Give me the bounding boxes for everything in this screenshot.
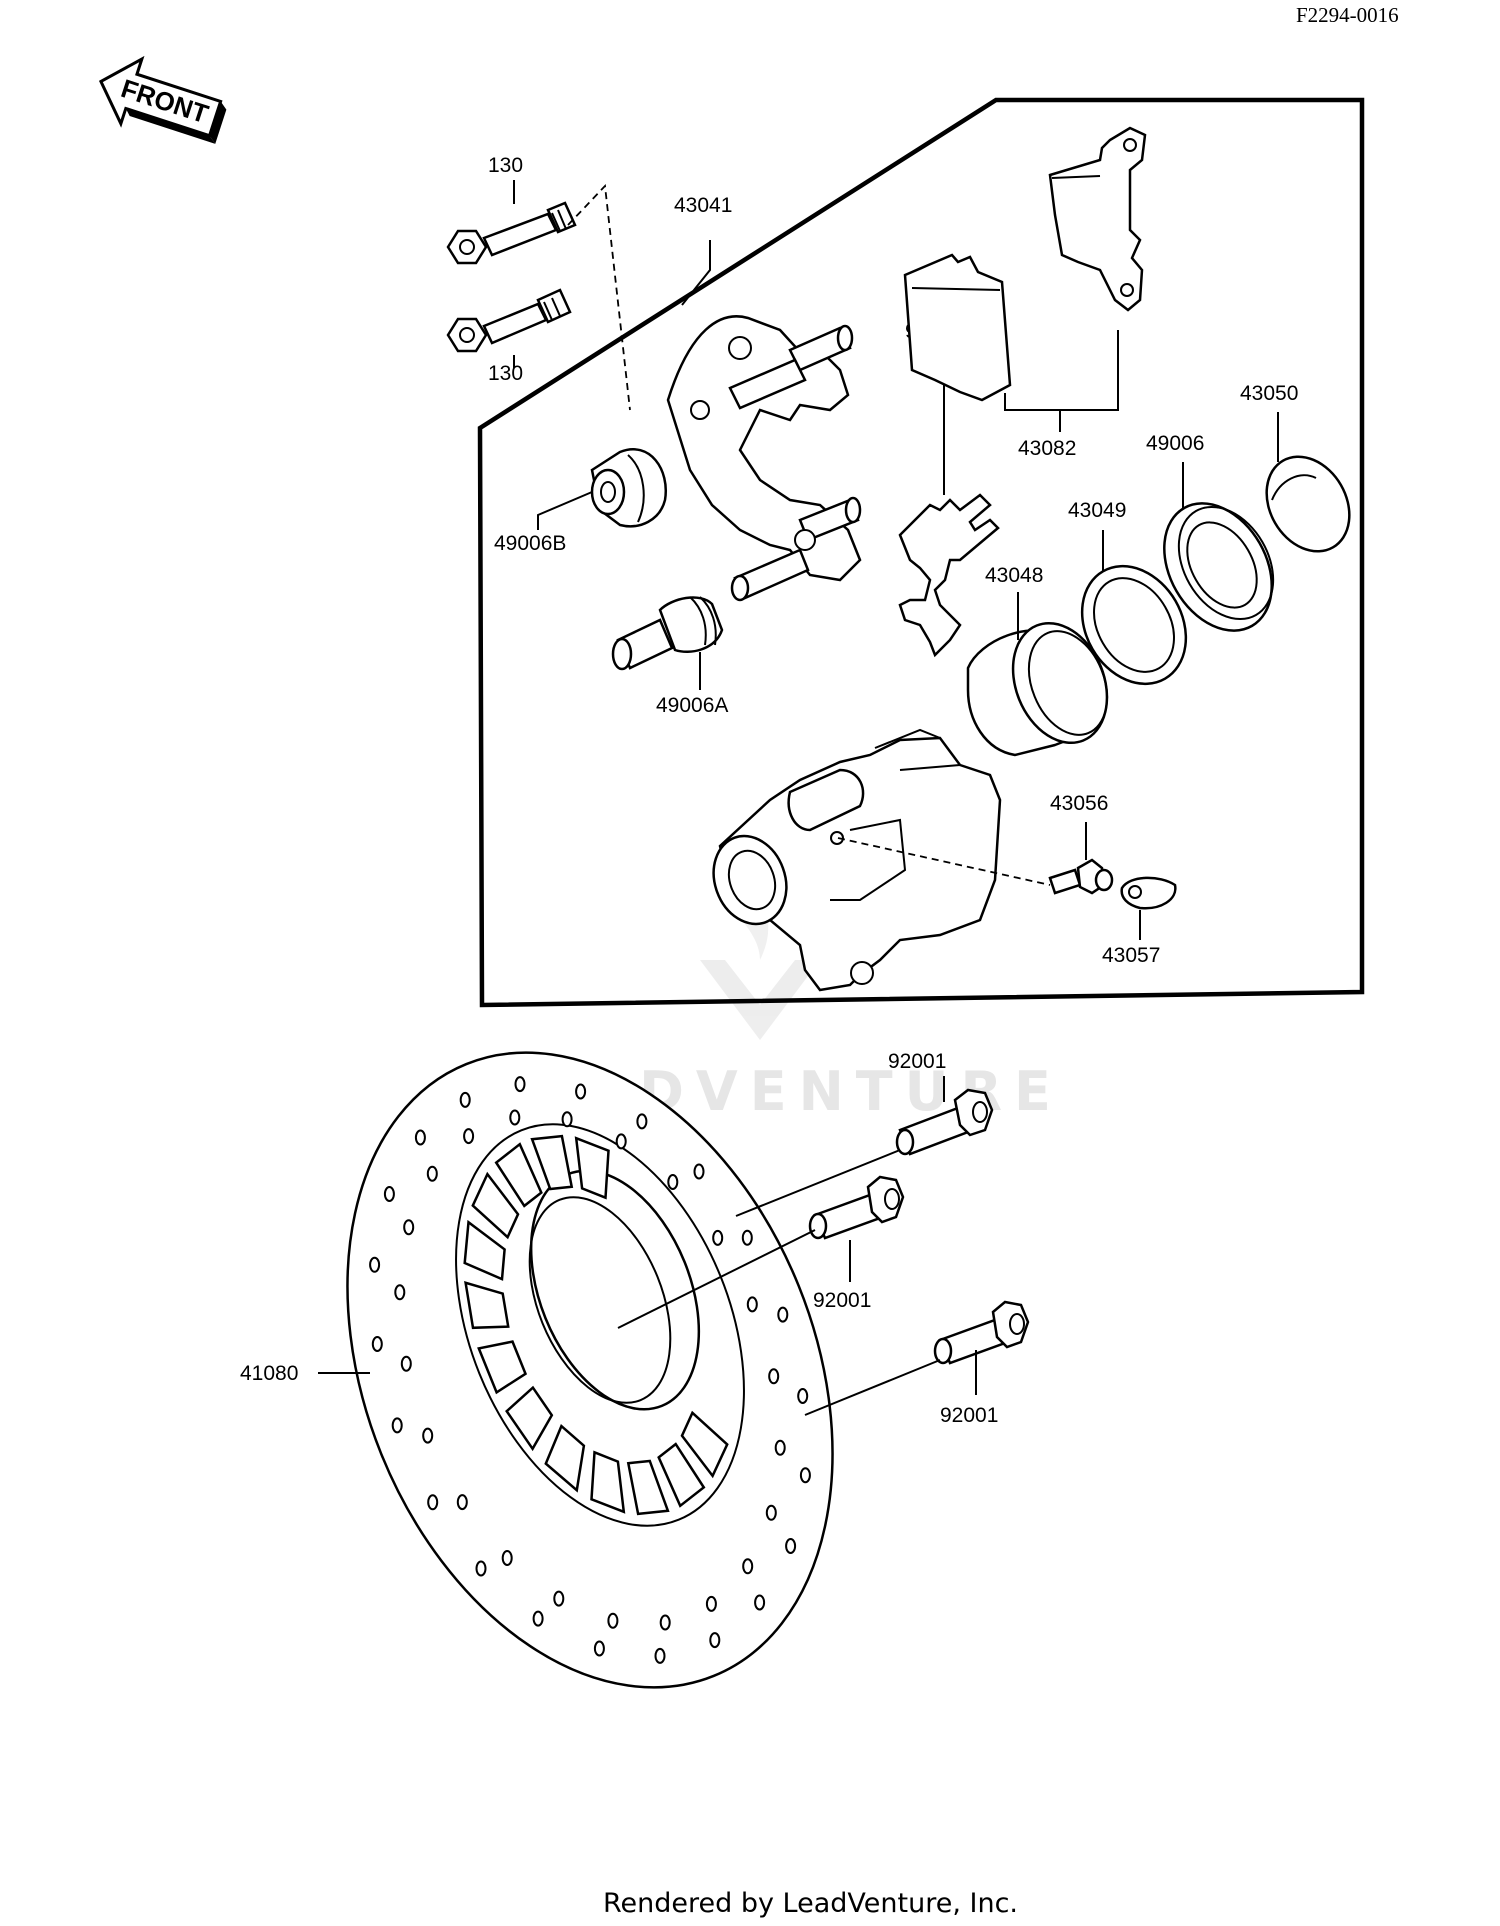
disc-drill-hole: [369, 1256, 381, 1273]
disc-holes: [369, 1076, 811, 1664]
disc-vent-slot: [680, 1410, 729, 1479]
brake-pad-left: [903, 253, 1012, 402]
label-43082: 43082: [1018, 437, 1076, 460]
disc-vent-slot: [505, 1385, 554, 1452]
piston: [966, 621, 1109, 757]
pad-spring: [898, 493, 1000, 658]
disc-bolt-3: [933, 1300, 1030, 1365]
disc-drill-hole: [741, 1229, 753, 1246]
disc-drill-hole: [427, 1494, 439, 1511]
bleed-cap: [1120, 876, 1177, 910]
disc-drill-hole: [371, 1336, 383, 1352]
disc-drill-hole: [414, 1129, 426, 1146]
disc-vent-slot: [544, 1424, 586, 1493]
label-92001-2: 92001: [813, 1289, 871, 1312]
label-130-lower: 130: [488, 362, 523, 385]
piston-seal: [1080, 564, 1188, 686]
disc-vent-slot: [477, 1340, 528, 1395]
pin-49006a: [611, 596, 724, 671]
disc-bolt-2: [808, 1175, 905, 1240]
disc-drill-hole: [561, 1111, 573, 1128]
disc-vent-slot: [626, 1459, 670, 1516]
disc-drill-hole: [553, 1590, 565, 1607]
disc-drill-hole: [532, 1610, 544, 1627]
disc-drill-hole: [765, 1504, 777, 1521]
disc-drill-hole: [785, 1538, 797, 1554]
disc-drill-hole: [501, 1550, 513, 1566]
dust-seal: [1163, 502, 1275, 632]
disc-drill-hole: [391, 1417, 403, 1434]
bracket-bolt-upper: [446, 201, 577, 265]
label-49006a: 49006A: [656, 694, 728, 717]
disc-drill-hole: [403, 1219, 415, 1236]
disc-drill-hole: [754, 1594, 766, 1611]
label-49006: 49006: [1146, 432, 1204, 455]
brake-disc: [346, 1051, 834, 1689]
disc-vent-slot: [463, 1219, 506, 1281]
disc-drill-hole: [799, 1467, 811, 1484]
front-arrow-icon: [98, 55, 227, 144]
disc-drill-hole: [422, 1427, 434, 1444]
disc-drill-hole: [509, 1109, 521, 1126]
disc-drill-hole: [693, 1163, 705, 1180]
disc-drill-hole: [607, 1612, 619, 1629]
disc-drill-hole: [615, 1133, 627, 1150]
caliper-assembly-border: [477, 97, 1365, 1008]
disc-vent-slot: [530, 1134, 574, 1191]
label-43041: 43041: [674, 194, 732, 217]
boot-49006b: [590, 448, 668, 528]
disc-drill-hole: [636, 1113, 648, 1130]
disc-drill-hole: [774, 1439, 786, 1456]
diagram-code: F2294-0016: [1296, 3, 1399, 27]
disc-drill-hole: [514, 1076, 526, 1093]
disc-drill-hole: [659, 1614, 671, 1631]
disc-drill-hole: [394, 1284, 406, 1301]
disc-drill-hole: [742, 1558, 754, 1575]
label-43050: 43050: [1240, 382, 1298, 405]
disc-drill-hole: [667, 1174, 679, 1190]
brake-pad-right: [1048, 126, 1147, 312]
disc-drill-hole: [456, 1494, 468, 1511]
bracket-bolt-lower: [446, 288, 572, 353]
label-43057: 43057: [1102, 944, 1160, 967]
disc-vent-slot: [590, 1450, 626, 1514]
cap: [1265, 455, 1351, 553]
label-92001-3: 92001: [940, 1404, 998, 1427]
disc-drill-hole: [768, 1368, 780, 1385]
disc-vent-slot: [657, 1442, 706, 1508]
label-49006b: 49006B: [494, 532, 566, 555]
disc-drill-hole: [709, 1632, 721, 1649]
label-43049: 43049: [1068, 499, 1126, 522]
disc-drill-hole: [383, 1186, 395, 1202]
disc-drill-hole: [593, 1640, 605, 1657]
footer-credit: Rendered by LeadVenture, Inc.: [603, 1888, 1018, 1919]
label-92001-1: 92001: [888, 1050, 946, 1073]
bleed-valve: [1048, 858, 1114, 895]
disc-vent-slot: [574, 1136, 610, 1200]
disc-drill-hole: [463, 1128, 475, 1145]
disc-drill-hole: [705, 1595, 717, 1612]
disc-drill-hole: [712, 1229, 724, 1246]
disc-drill-hole: [426, 1165, 438, 1182]
disc-bolt-1: [895, 1088, 994, 1156]
disc-drill-hole: [777, 1306, 789, 1323]
disc-vent-slot: [464, 1281, 510, 1330]
disc-drill-hole: [400, 1355, 412, 1372]
label-43048: 43048: [985, 564, 1043, 587]
disc-drill-hole: [575, 1083, 587, 1100]
disc-drill-hole: [654, 1647, 666, 1664]
caliper-body: [712, 728, 1002, 992]
disc-vents: [463, 1134, 729, 1516]
disc-drill-hole: [475, 1560, 487, 1577]
disc-vent-slot: [471, 1171, 520, 1240]
caliper-bracket: [666, 315, 862, 602]
disc-drill-hole: [746, 1296, 758, 1313]
label-130-upper: 130: [488, 154, 523, 177]
label-41080: 41080: [240, 1362, 298, 1385]
disc-drill-hole: [797, 1388, 809, 1404]
label-43056: 43056: [1050, 792, 1108, 815]
disc-drill-hole: [459, 1091, 471, 1108]
disc-vent-slot: [494, 1142, 543, 1208]
